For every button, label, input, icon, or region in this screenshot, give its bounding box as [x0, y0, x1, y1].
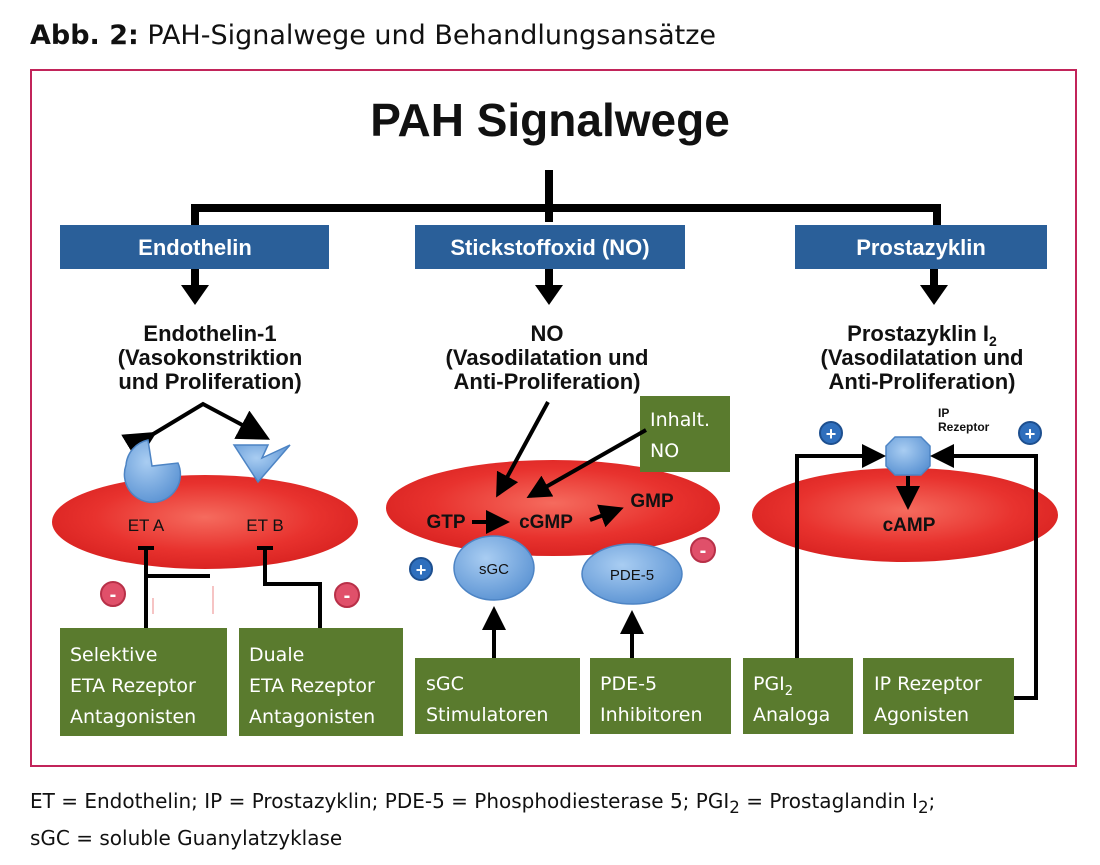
prostacyclin-desc-line3: Anti-Proliferation) [829, 369, 1016, 394]
prostacyclin-desc-sub: 2 [989, 333, 997, 349]
legend-line1: ET = Endothelin; IP = Prostazyklin; PDE-… [30, 786, 935, 823]
caption-text: PAH-Signalwege und Behandlungsansätze [147, 20, 716, 51]
diagram-frame [30, 69, 1077, 767]
caption-label: Abb. 2: [30, 20, 139, 51]
drug-pde5-line2: Inhibitoren [600, 704, 703, 726]
prostacyclin-desc-line2: (Vasodilatation und [821, 345, 1024, 370]
minus-badge-eta: - [100, 581, 126, 607]
cell-endothelin [52, 475, 358, 569]
receptor-eta-icon [123, 439, 182, 504]
ip-receptor-label-line2: Rezeptor [938, 420, 990, 434]
legend-part1: ET = Endothelin; IP = Prostazyklin; PDE-… [30, 789, 730, 813]
prostacyclin-description: Prostazyklin I2 (Vasodilatation und Anti… [821, 321, 1024, 394]
drug-sgc-stimulators: sGC Stimulatoren [415, 658, 580, 734]
ip-receptor-label-line1: IP [938, 406, 949, 420]
endothelin-split-arrows [121, 401, 271, 463]
endothelin-desc-line1: Endothelin-1 [143, 321, 276, 346]
drug-dual-eta-antagonists: Duale ETA Rezeptor Antagonisten [239, 628, 403, 736]
no-desc-line3: Anti-Proliferation) [454, 369, 641, 394]
cell-no [386, 460, 720, 556]
pde5-enzyme [581, 543, 683, 605]
minus-badge-etb: - [334, 582, 360, 608]
endothelin-desc-line3: und Proliferation) [118, 369, 301, 394]
inhaled-no-box: Inhalt. NO [640, 396, 730, 472]
drug-sgc-line2: Stimulatoren [426, 704, 548, 726]
receptor-etb-label: ET B [246, 516, 283, 535]
tree-connectors [191, 170, 941, 288]
legend-sub1: 2 [729, 798, 740, 817]
no-arrows [472, 401, 647, 534]
receptor-eta-label: ET A [128, 516, 165, 535]
header-endothelin: Endothelin [60, 225, 329, 269]
drug-selective-line3: Antagonisten [70, 706, 196, 728]
drug-dual-line2: ETA Rezeptor [249, 675, 375, 697]
minus-sign-etb: - [344, 585, 351, 607]
drug-pgi2-main: PGI [753, 673, 785, 695]
pde5-enzyme-label: PDE-5 [610, 567, 654, 584]
ip-receptor-icon [885, 436, 931, 476]
plus-badge-sgc: + [409, 557, 433, 581]
plus-badge-left: + [819, 421, 843, 445]
drug-selective-eta-antagonists: Selektive ETA Rezeptor Antagonisten [60, 628, 227, 736]
no-desc-line2: (Vasodilatation und [446, 345, 649, 370]
header-no: Stickstoffoxid (NO) [415, 225, 685, 269]
plus-sign-right: + [1025, 424, 1036, 444]
abbreviation-legend: ET = Endothelin; IP = Prostazyklin; PDE-… [30, 786, 935, 853]
figure-caption: Abb. 2: PAH-Signalwege und Behandlungsan… [30, 20, 716, 51]
minus-sign-eta: - [110, 584, 117, 606]
endothelin-desc-line2: (Vasokonstriktion [118, 345, 303, 370]
gtp-label: GTP [426, 512, 465, 533]
cgmp-label: cGMP [519, 512, 573, 533]
drug-pde5-line1: PDE-5 [600, 673, 657, 695]
gmp-label: GMP [630, 491, 674, 512]
drug-pde5-inhibitors: PDE-5 Inhibitoren [590, 658, 731, 734]
endothelin-thin-ticks [152, 586, 214, 614]
drug-ip-line1: IP Rezeptor [874, 673, 982, 695]
plus-badge-right: + [1018, 421, 1042, 445]
minus-badge-pde5: - [690, 537, 716, 563]
legend-part2: = Prostaglandin I [739, 789, 918, 813]
endothelin-description: Endothelin-1 (Vasokonstriktion und Proli… [118, 321, 303, 394]
legend-line2: sGC = soluble Guanylatzyklase [30, 826, 343, 850]
minus-sign-pde5: - [700, 540, 707, 562]
prostacyclin-desc-line1: Prostazyklin I2 [847, 321, 997, 349]
no-drug-arrows [482, 606, 644, 658]
drug-pgi2-sub: 2 [785, 684, 793, 699]
header-prostacyclin-label: Prostazyklin [856, 235, 986, 260]
drug-pgi2-analoga: PGI2 Analoga [743, 658, 853, 734]
drug-ip-line2: Agonisten [874, 704, 969, 726]
receptor-etb-icon [232, 444, 291, 484]
cell-prostacyclin [752, 468, 1058, 562]
drug-selective-line1: Selektive [70, 644, 157, 666]
drug-dual-line3: Antagonisten [249, 706, 375, 728]
header-arrowheads [181, 285, 948, 305]
drug-ip-agonists: IP Rezeptor Agonisten [863, 658, 1014, 734]
drug-selective-line2: ETA Rezeptor [70, 675, 196, 697]
plus-sign-left: + [826, 424, 837, 444]
inhaled-no-line1: Inhalt. [650, 409, 710, 431]
diagram-title: PAH Signalwege [370, 94, 730, 146]
endothelin-inhibition-lines [138, 546, 322, 628]
camp-label: cAMP [883, 515, 936, 536]
header-prostacyclin: Prostazyklin [795, 225, 1047, 269]
prostacyclin-desc-main: Prostazyklin I [847, 321, 989, 346]
plus-sign-sgc: + [416, 560, 427, 580]
drug-sgc-line1: sGC [426, 673, 464, 695]
legend-part3: ; [928, 789, 936, 813]
sgc-enzyme-label: sGC [479, 561, 509, 578]
header-endothelin-label: Endothelin [138, 235, 252, 260]
drug-dual-line1: Duale [249, 644, 304, 666]
header-no-label: Stickstoffoxid (NO) [450, 235, 649, 260]
drug-pgi2-line2: Analoga [753, 704, 830, 726]
no-description: NO (Vasodilatation und Anti-Proliferatio… [446, 321, 649, 394]
sgc-enzyme [453, 535, 535, 601]
legend-sub2: 2 [917, 798, 929, 817]
inhaled-no-line2: NO [650, 440, 679, 462]
prostacyclin-arrows [795, 444, 1038, 700]
drug-pgi2-line1: PGI2 [753, 673, 793, 699]
no-desc-line1: NO [531, 321, 564, 346]
